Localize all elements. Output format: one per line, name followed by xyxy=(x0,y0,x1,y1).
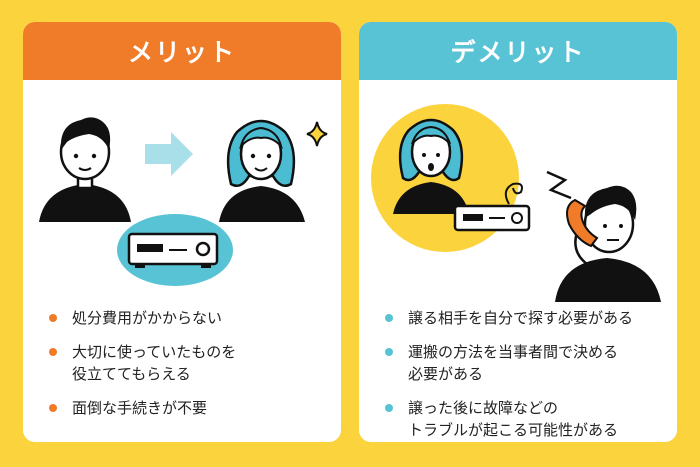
bullet-dot xyxy=(49,314,57,322)
bullet-dot xyxy=(385,348,393,356)
merit-point: 処分費用がかからない xyxy=(49,307,331,329)
bullet-dot xyxy=(49,348,57,356)
video-recorder-icon xyxy=(453,204,531,232)
bullet-dot xyxy=(49,404,57,412)
broken-spring-icon xyxy=(504,182,523,205)
merit-points: 処分費用がかからない 大切に使っていたものを 役立ててもらえる 面倒な手続きが不… xyxy=(49,307,331,431)
bullet-dot xyxy=(385,314,393,322)
woman-figure xyxy=(219,119,305,222)
merit-point: 大切に使っていたものを 役立ててもらえる xyxy=(49,341,331,385)
video-recorder-icon xyxy=(127,232,219,268)
demerit-point: 譲った後に故障などの トラブルが起こる可能性がある xyxy=(385,397,667,441)
merit-title: メリット xyxy=(127,38,236,67)
demerit-point: 譲る相手を自分で探す必要がある xyxy=(385,307,667,329)
sparkle-icon xyxy=(306,121,328,147)
zigzag-icon xyxy=(546,170,572,200)
demerit-illustration xyxy=(359,80,677,302)
merit-illustration xyxy=(23,80,341,302)
merit-card: メリット xyxy=(23,22,341,442)
phone-icon xyxy=(566,198,599,248)
demerit-title: デメリット xyxy=(450,38,586,67)
demerit-card: デメリット xyxy=(359,22,677,442)
merit-header: メリット xyxy=(23,22,341,80)
demerit-points: 譲る相手を自分で探す必要がある 運搬の方法を当事者間で決める 必要がある 譲った… xyxy=(385,307,667,442)
arrow-right-icon xyxy=(145,132,193,176)
demerit-point: 運搬の方法を当事者間で決める 必要がある xyxy=(385,341,667,385)
merit-point: 面倒な手続きが不要 xyxy=(49,397,331,419)
bullet-dot xyxy=(385,404,393,412)
woman-figure xyxy=(393,118,469,214)
man-figure xyxy=(39,117,131,222)
demerit-header: デメリット xyxy=(359,22,677,80)
